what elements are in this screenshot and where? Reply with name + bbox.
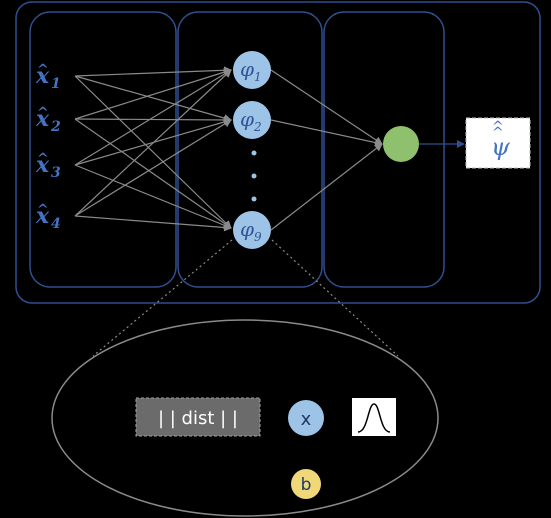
- hat-accent-icon: ^: [37, 202, 49, 218]
- dist-label: | | dist | |: [158, 408, 238, 429]
- output-box: [465, 117, 531, 169]
- edge-phi3-output: [270, 143, 383, 231]
- phi1-base: φ: [240, 57, 254, 81]
- hat-accent-icon: ^: [492, 125, 504, 141]
- psi-symbol: ψ: [491, 133, 511, 161]
- network-frame: [15, 1, 541, 304]
- input-x1-base: x: [35, 63, 50, 89]
- hidden-output-edges: [270, 69, 383, 231]
- edge-x2-phi1: [74, 68, 232, 120]
- phi2-base: φ: [240, 107, 254, 131]
- edge-x2-phi2: [74, 115, 232, 124]
- input-x3-label: x ^ 3: [35, 151, 61, 181]
- phi9-sub: 9: [254, 230, 262, 244]
- output-layer-panel: [323, 11, 445, 288]
- x-node: x: [288, 400, 324, 436]
- input-x3-base: x: [35, 152, 50, 178]
- phi1-sub: 1: [254, 70, 262, 84]
- edge-x1-phi1: [74, 66, 232, 77]
- edge-x2-phi3: [74, 118, 232, 229]
- ellipsis-dots: [251, 150, 257, 202]
- bias-node: b: [291, 469, 321, 499]
- x-node-label: x: [301, 409, 312, 430]
- edge-x4-phi2: [74, 119, 232, 217]
- edge-x3-phi3: [74, 164, 232, 230]
- input-x3-sub: 3: [51, 165, 61, 181]
- input-x4-label: x ^ 4: [35, 202, 61, 232]
- hidden-node-phi9: φ 9: [233, 211, 271, 249]
- dist-box: | | dist | |: [135, 397, 261, 437]
- input-x4-base: x: [35, 203, 50, 229]
- hidden-layer-panel: [177, 11, 323, 288]
- gaussian-bell-icon: [352, 398, 396, 436]
- input-x2-label: x ^ 2: [35, 105, 61, 135]
- edge-x4-phi3: [74, 215, 232, 232]
- hat-accent-icon: ^: [37, 151, 49, 167]
- input-x1-label: x ^ 1: [35, 62, 61, 92]
- input-x2-sub: 2: [50, 119, 61, 135]
- edge-x1-phi2: [74, 75, 232, 122]
- phi9-base: φ: [240, 217, 254, 241]
- input-x1-sub: 1: [51, 76, 61, 92]
- hidden-node-phi2: φ 2: [233, 101, 271, 139]
- edge-phi2-output: [270, 119, 383, 147]
- edge-x4-phi1: [74, 69, 232, 217]
- phi2-sub: 2: [253, 120, 262, 134]
- hidden-node-phi1: φ 1: [233, 51, 271, 89]
- input-layer-panel: [29, 11, 177, 288]
- input-hidden-edges: [74, 66, 232, 232]
- hat-accent-icon: ^: [37, 105, 49, 121]
- zoom-line-left: [92, 239, 233, 357]
- zoom-line-right: [271, 239, 399, 357]
- output-psi-label: ψ ^ ^: [491, 119, 511, 161]
- hat-accent-icon: ^: [37, 62, 49, 78]
- input-x2-base: x: [35, 106, 50, 132]
- input-x4-sub: 4: [51, 216, 61, 232]
- edge-phi1-output: [270, 69, 383, 145]
- hat-accent-icon: ^: [492, 119, 504, 135]
- output-node: [383, 126, 419, 162]
- bias-label: b: [301, 475, 312, 495]
- edge-x1-phi3: [74, 75, 232, 229]
- edge-x3-phi1: [74, 69, 232, 166]
